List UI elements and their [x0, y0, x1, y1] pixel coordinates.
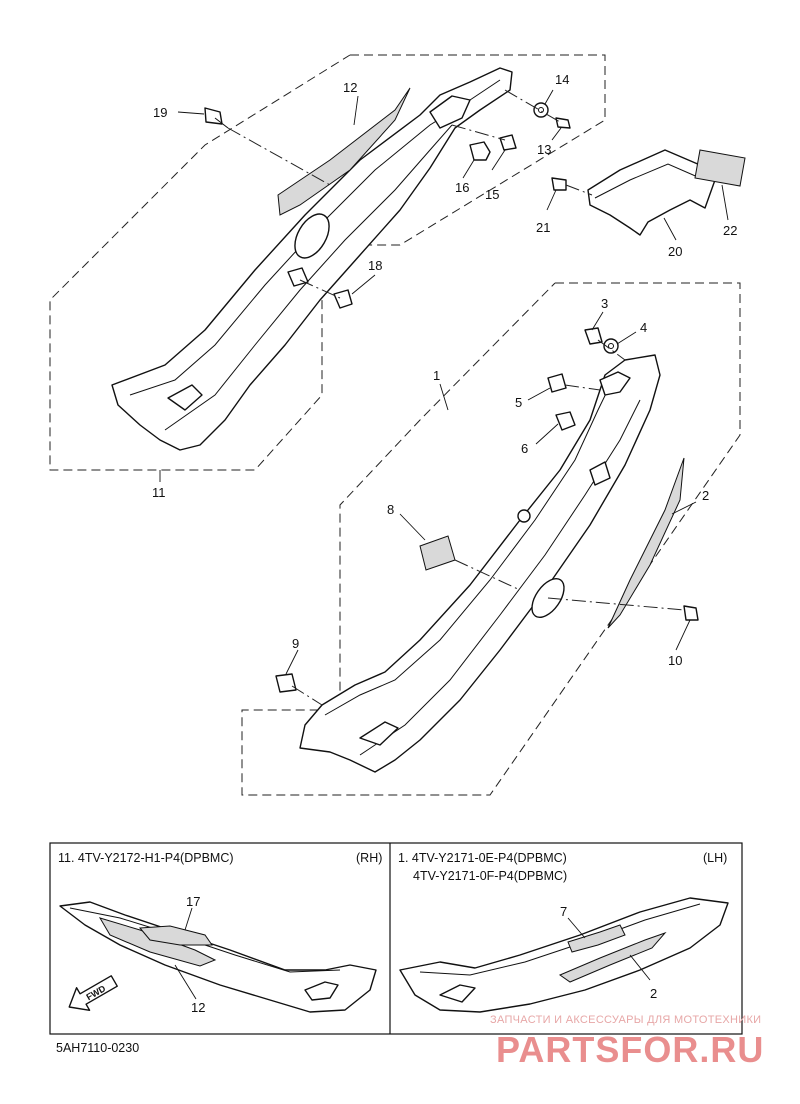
callout-6: 6 [521, 441, 528, 456]
tail-piece-assembly [551, 149, 746, 236]
callout-2-inset: 2 [650, 986, 657, 1001]
rh-assembly-boundary [49, 54, 606, 471]
bolt-19 [204, 107, 229, 129]
rh-cover-vent [167, 384, 203, 411]
lh-cover-top-bracket [599, 371, 631, 396]
callout-15: 15 [485, 187, 499, 202]
clip-axis-lh [564, 384, 601, 391]
lh-cover-edge [359, 399, 641, 756]
callout-22: 22 [723, 223, 737, 238]
rh-cover-edge [164, 124, 453, 431]
emblem-8 [419, 535, 456, 571]
bolt-10 [683, 605, 699, 621]
callout-12: 12 [343, 80, 357, 95]
callout-7: 7 [560, 904, 567, 919]
rh-part-number: 11. 4TV-Y2172-H1-P4(DPBMC) [58, 851, 234, 865]
graphic-2-inset [558, 931, 667, 983]
watermark-tagline: ЗАПЧАСТИ И АКСЕССУАРЫ ДЛЯ МОТОТЕХНИКИ [490, 1014, 761, 1026]
rh-cover-window [294, 213, 330, 259]
rh-side-cover [111, 67, 513, 451]
emblem-17 [138, 925, 213, 946]
callout-5: 5 [515, 395, 522, 410]
callout-8: 8 [387, 502, 394, 517]
callout-13: 13 [537, 142, 551, 157]
damper-9-axis [291, 685, 323, 706]
graphic-12 [277, 87, 411, 216]
variant-inset: 11. 4TV-Y2172-H1-P4(DPBMC) (RH) 17 12 FW… [49, 842, 743, 1035]
emblem-8-axis [454, 559, 521, 591]
lh-variant-vent [439, 984, 476, 1003]
callout-14: 14 [555, 72, 569, 87]
callout-12-inset: 12 [191, 1000, 205, 1015]
rh-cover-assembly [49, 54, 606, 471]
callout-leaders [159, 89, 729, 675]
callout-11: 11 [152, 485, 166, 500]
washer-14 [533, 102, 549, 118]
bolt-19-axis [227, 127, 331, 186]
washer-4 [603, 338, 619, 354]
grommet-16 [469, 141, 491, 161]
emblem-7 [567, 924, 626, 953]
watermark: ЗАПЧАСТИ И АКСЕССУАРЫ ДЛЯ МОТОТЕХНИКИ PA… [490, 1014, 764, 1070]
rh-cover-top-tab [429, 95, 471, 129]
graphic-2 [607, 457, 685, 629]
screw-21-axis [565, 184, 593, 196]
fwd-arrow: FWD [68, 975, 118, 1011]
callout-2: 2 [702, 488, 709, 503]
clip-5 [547, 373, 567, 393]
lh-cover-boss [517, 509, 531, 523]
inset-frame [49, 842, 743, 1035]
rh-variant-vent [304, 981, 339, 1001]
lh-part-number-2: 4TV-Y2171-0F-P4(DPBMC) [413, 869, 567, 883]
lh-variant-cover [399, 897, 729, 1013]
diagram-code: 5AH7110-0230 [56, 1041, 139, 1055]
damper-18 [333, 289, 353, 309]
callout-9: 9 [292, 636, 299, 651]
callout-3: 3 [601, 296, 608, 311]
lh-cover-ridge [324, 374, 616, 716]
rh-side-label: (RH) [356, 851, 382, 865]
callout-10: 10 [668, 653, 682, 668]
bolt-10-axis [547, 597, 685, 611]
clip-15 [499, 134, 517, 151]
lh-assembly-boundary [241, 282, 741, 796]
damper-axis [299, 279, 341, 299]
callout-19: 19 [153, 105, 167, 120]
lh-side-cover [299, 354, 661, 773]
fastener-axis-13-14 [504, 89, 561, 123]
lh-cover-assembly [241, 282, 741, 796]
damper-9 [275, 673, 297, 693]
callout-1: 1 [433, 368, 440, 383]
emblem-22 [694, 149, 746, 187]
bolt-3-axis [597, 339, 626, 361]
callout-17: 17 [186, 894, 200, 909]
callout-numbers: 19 12 14 13 15 16 18 21 20 22 11 3 4 1 5… [152, 72, 737, 668]
callout-18: 18 [368, 258, 382, 273]
watermark-brand: PARTSFOR.RU [496, 1029, 764, 1070]
clip-axis [451, 124, 506, 141]
tail-cover-20 [587, 149, 716, 236]
screw-13 [555, 117, 571, 129]
grommet-6 [555, 411, 576, 431]
bolt-3 [584, 327, 603, 345]
lh-side-label: (LH) [703, 851, 727, 865]
lh-part-number-1: 1. 4TV-Y2171-0E-P4(DPBMC) [398, 851, 567, 865]
callout-20: 20 [668, 244, 682, 259]
callout-21: 21 [536, 220, 550, 235]
callout-4: 4 [640, 320, 647, 335]
lh-cover-vent [359, 721, 399, 746]
callout-16: 16 [455, 180, 469, 195]
lh-cover-tab [589, 461, 611, 486]
screw-21 [551, 177, 567, 191]
